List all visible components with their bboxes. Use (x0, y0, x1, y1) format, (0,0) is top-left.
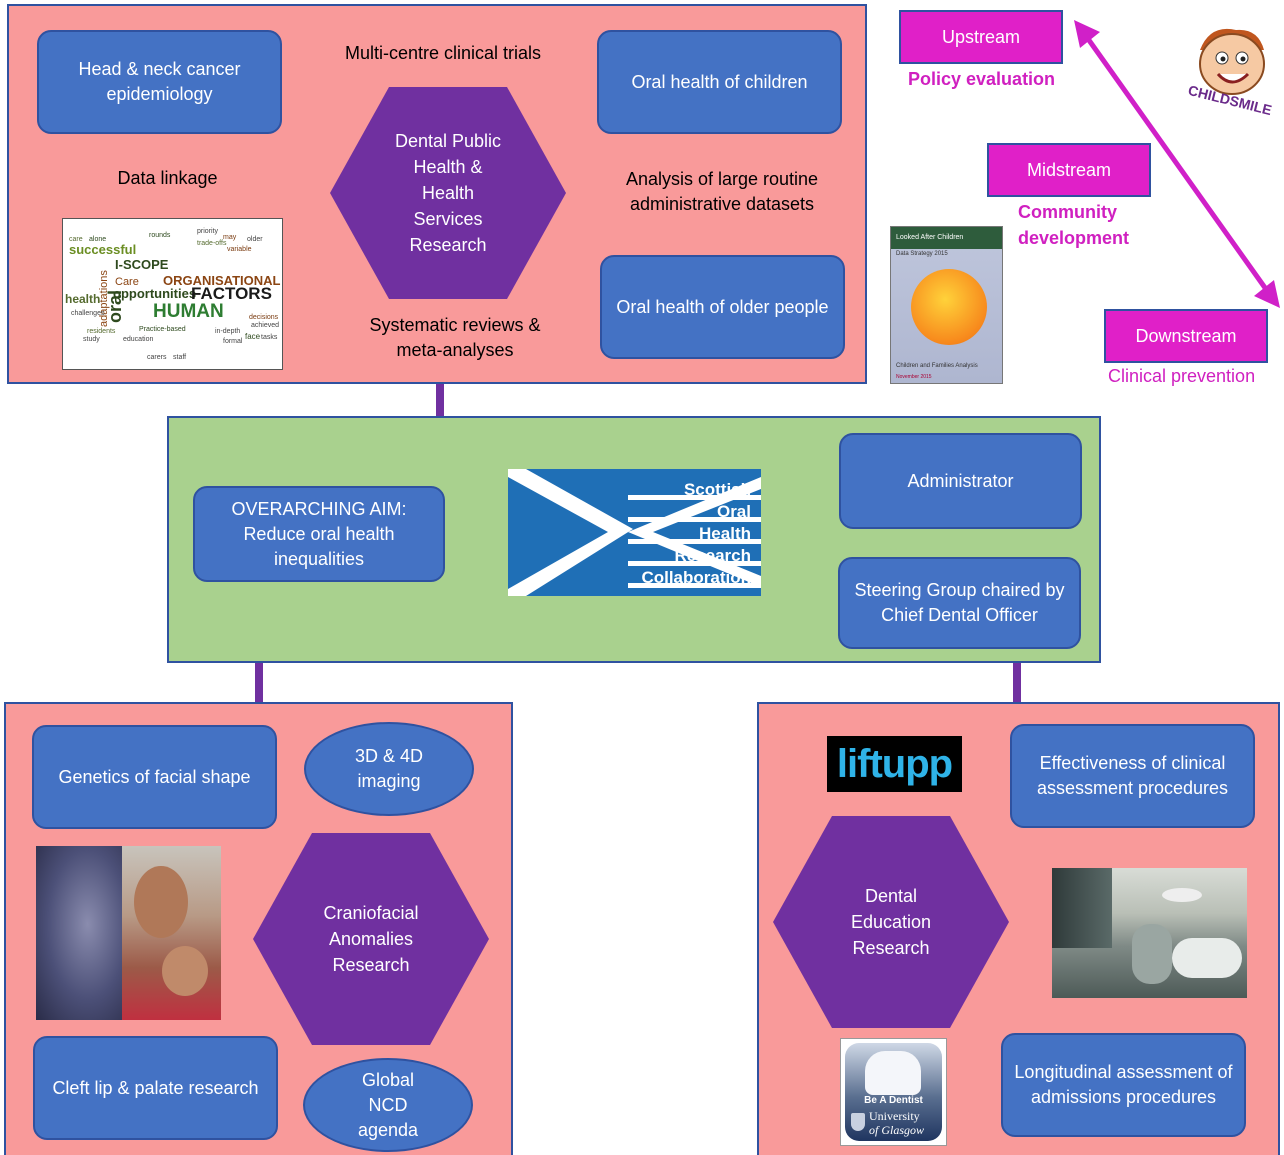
saltire-graphic (508, 469, 761, 596)
wc-word: may (223, 234, 237, 241)
wc-word: oral (105, 290, 125, 323)
wc-word: health (65, 292, 100, 306)
word-cloud-graphic: care alone rounds priority may older tra… (65, 228, 281, 361)
wc-word: Practice-based (139, 326, 186, 333)
wc-word: in-depth (215, 328, 240, 335)
administrator-box: Administrator (839, 433, 1082, 529)
wc-word: decisions (249, 314, 279, 321)
wc-word: trade-offs (197, 240, 227, 247)
report-date: November 2015 (896, 374, 932, 380)
systematic-reviews-label: Systematic reviews & meta-analyses (369, 315, 541, 360)
logo-line-oral: Oral (716, 502, 751, 521)
steering-group-box: Steering Group chaired by Chief Dental O… (838, 557, 1081, 649)
stream-arrow-line (1083, 34, 1271, 294)
wc-word: face (245, 332, 261, 341)
connector-middle-left (255, 662, 263, 702)
stream-arrow-head-down (1254, 280, 1280, 308)
university-crest-icon (851, 1113, 865, 1131)
multi-centre-trials-label: Multi-centre clinical trials (344, 42, 542, 63)
global-ncd-ellipse: Global NCD agenda (303, 1058, 473, 1152)
liftupp-logo: liftupp (827, 736, 962, 792)
wc-word: adaptations (98, 270, 110, 327)
clinic-lamp (1162, 888, 1202, 902)
data-linkage-label: Data linkage (117, 167, 218, 188)
wc-word: care (69, 236, 83, 243)
be-a-dentist-app-icon: Be A Dentist University of Glasgow (840, 1038, 947, 1146)
midstream-box: Midstream (987, 143, 1151, 197)
connector-top-middle (436, 384, 444, 416)
3d-4d-imaging-ellipse: 3D & 4D imaging (304, 722, 474, 816)
photo-face-highlight (134, 866, 188, 938)
wc-word: ORGANISATIONAL (163, 273, 281, 288)
university-line-2: of Glasgow (869, 1123, 925, 1137)
logo-line-scottish: Scottish (683, 480, 751, 499)
clinic-chair (1172, 938, 1242, 978)
wc-word: challenges (71, 310, 105, 317)
large-datasets-label: Analysis of large routine administrative… (625, 169, 819, 214)
liftupp-wordmark: liftupp (836, 741, 953, 786)
cleft-lip-palate-box: Cleft lip & palate research (33, 1036, 278, 1140)
university-line-1: University (869, 1109, 920, 1123)
tooth-graphic (865, 1051, 921, 1095)
facial-scan-photo (36, 846, 221, 1020)
dental-clinic-photo (1052, 868, 1247, 998)
app-icon-inner: Be A Dentist University of Glasgow (845, 1043, 942, 1141)
wc-word: rounds (149, 232, 171, 239)
childsmile-logo: CHILDSMILE (1180, 20, 1280, 120)
wc-word: alone (89, 236, 106, 243)
wc-word: residents (87, 328, 116, 335)
oral-health-children-box: Oral health of children (597, 30, 842, 134)
wc-word: opportunities (113, 286, 196, 301)
longitudinal-assessment-box: Longitudinal assessment of admissions pr… (1001, 1033, 1246, 1137)
effectiveness-assessment-box: Effectiveness of clinical assessment pro… (1010, 724, 1255, 828)
looked-after-children-report: Looked After Children Data Strategy 2015… (890, 226, 1003, 384)
head-neck-cancer-box: Head & neck cancer epidemiology (37, 30, 282, 134)
clinic-window (1052, 868, 1112, 948)
clinic-person (1132, 924, 1172, 984)
oral-health-older-box: Oral health of older people (600, 255, 845, 359)
wc-word: successful (69, 242, 136, 257)
childsmile-face-icon (1199, 28, 1265, 95)
stream-arrow (1074, 20, 1280, 308)
overarching-aim-box: OVERARCHING AIM: Reduce oral health ineq… (193, 486, 445, 582)
sohrc-logo: Scottish Oral Health Research Collaborat… (508, 469, 761, 596)
wc-word: tasks (261, 334, 278, 341)
downstream-box: Downstream (1104, 309, 1268, 363)
policy-evaluation-label: Policy evaluation (908, 69, 1056, 89)
wc-word: FACTORS (191, 284, 272, 303)
craniofacial-hexagon: Craniofacial Anomalies Research (253, 833, 489, 1045)
wc-word: education (123, 336, 153, 343)
report-title: Looked After Children (896, 234, 964, 241)
wc-word: HUMAN (153, 301, 224, 322)
photo-baby-highlight (162, 946, 208, 996)
wc-word: carers (147, 354, 167, 361)
report-header-band (891, 227, 1002, 249)
report-footer-text: Children and Families Analysis (896, 363, 978, 369)
wc-word: priority (197, 228, 219, 235)
report-sun-graphic (911, 269, 987, 345)
wc-word: study (83, 336, 100, 343)
genetics-facial-shape-box: Genetics of facial shape (32, 725, 277, 829)
facial-scan-mesh (36, 846, 122, 1020)
logo-line-research: Research (674, 546, 751, 565)
wc-word: staff (173, 354, 186, 361)
wc-word: older (247, 236, 263, 243)
logo-line-collaboration: Collaboration (641, 568, 751, 587)
connector-middle-right (1013, 662, 1021, 702)
clinical-prevention-label: Clinical prevention (1108, 366, 1256, 386)
report-subtitle: Data Strategy 2015 (896, 251, 948, 257)
wc-word: variable (227, 246, 252, 253)
logo-line-health: Health (699, 524, 751, 543)
wc-word: I-SCOPE (115, 257, 169, 272)
wc-word: Care (115, 276, 139, 288)
upstream-box: Upstream (899, 10, 1063, 64)
word-cloud-image: care alone rounds priority may older tra… (62, 218, 283, 370)
stream-arrow-head-up (1074, 20, 1100, 48)
wc-word: formal (223, 338, 243, 345)
wc-word: achieved (251, 322, 279, 329)
community-development-label: Community development (1018, 202, 1130, 248)
be-a-dentist-label: Be A Dentist (864, 1095, 923, 1106)
